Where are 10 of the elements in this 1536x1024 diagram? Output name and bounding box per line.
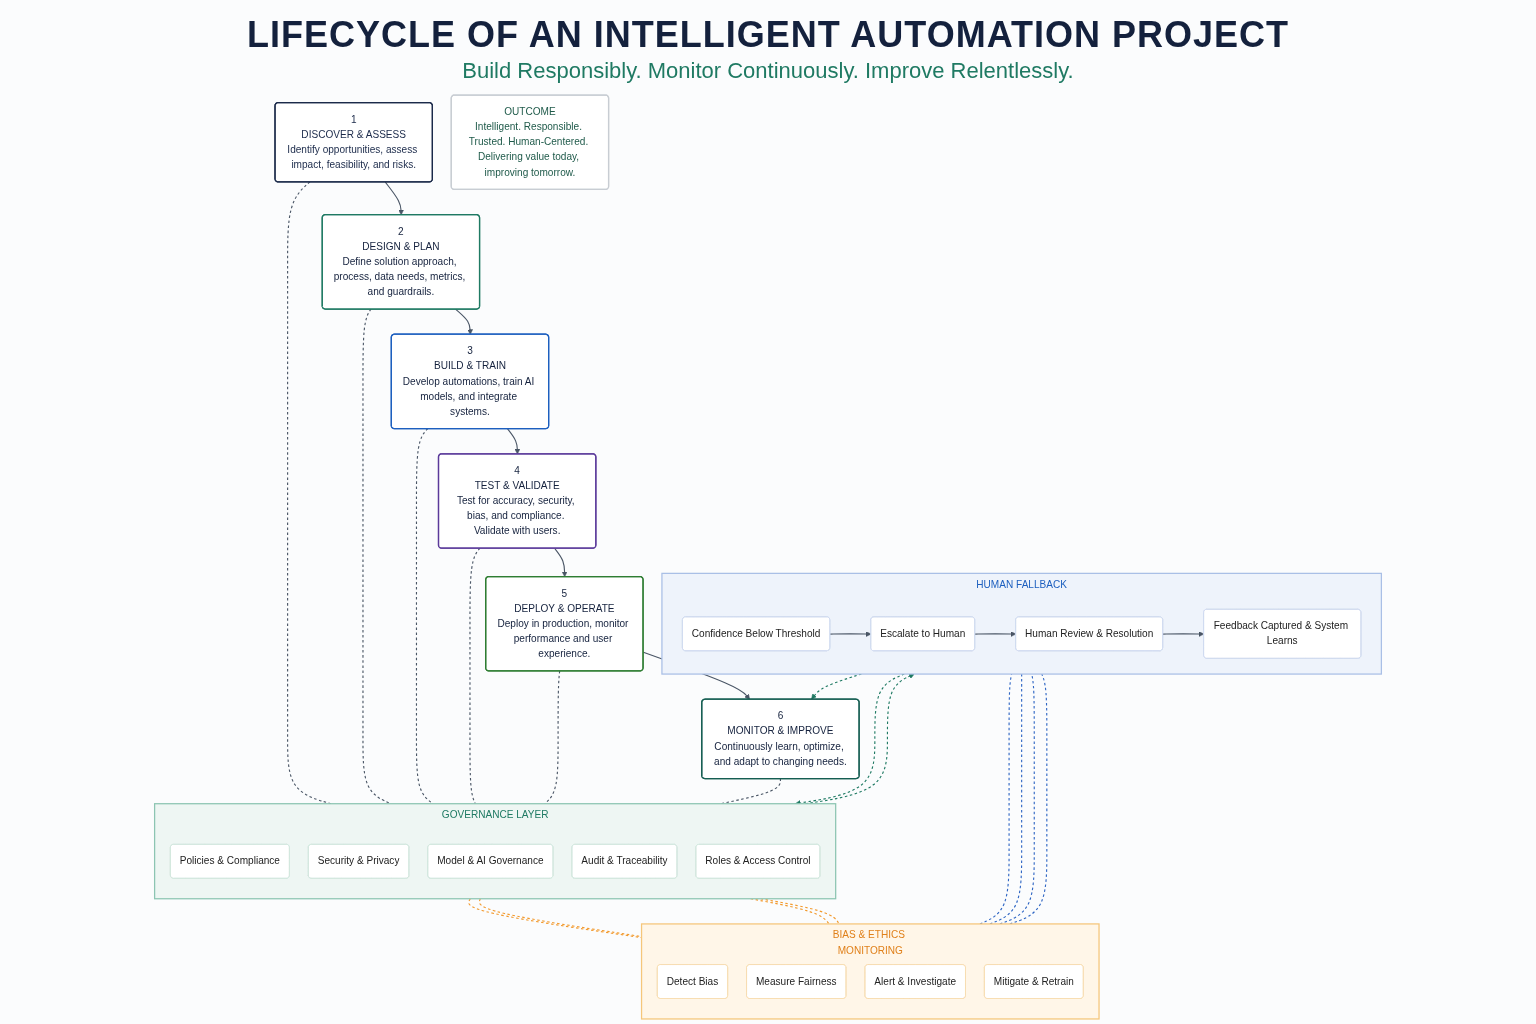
title: LIFECYCLE OF AN INTELLIGENT AUTOMATION PROJECT: [247, 14, 1289, 56]
arrow: [554, 547, 568, 578]
connector: [415, 428, 434, 805]
arrow: [507, 428, 521, 455]
arrow: [1162, 631, 1205, 637]
arrow: [974, 631, 1017, 637]
subtitle: Build Responsibly. Monitor Continuously. Improve Relentlessly.: [462, 58, 1074, 84]
arrow: [455, 308, 473, 335]
arrow: [829, 631, 872, 637]
arrow: [384, 181, 404, 216]
